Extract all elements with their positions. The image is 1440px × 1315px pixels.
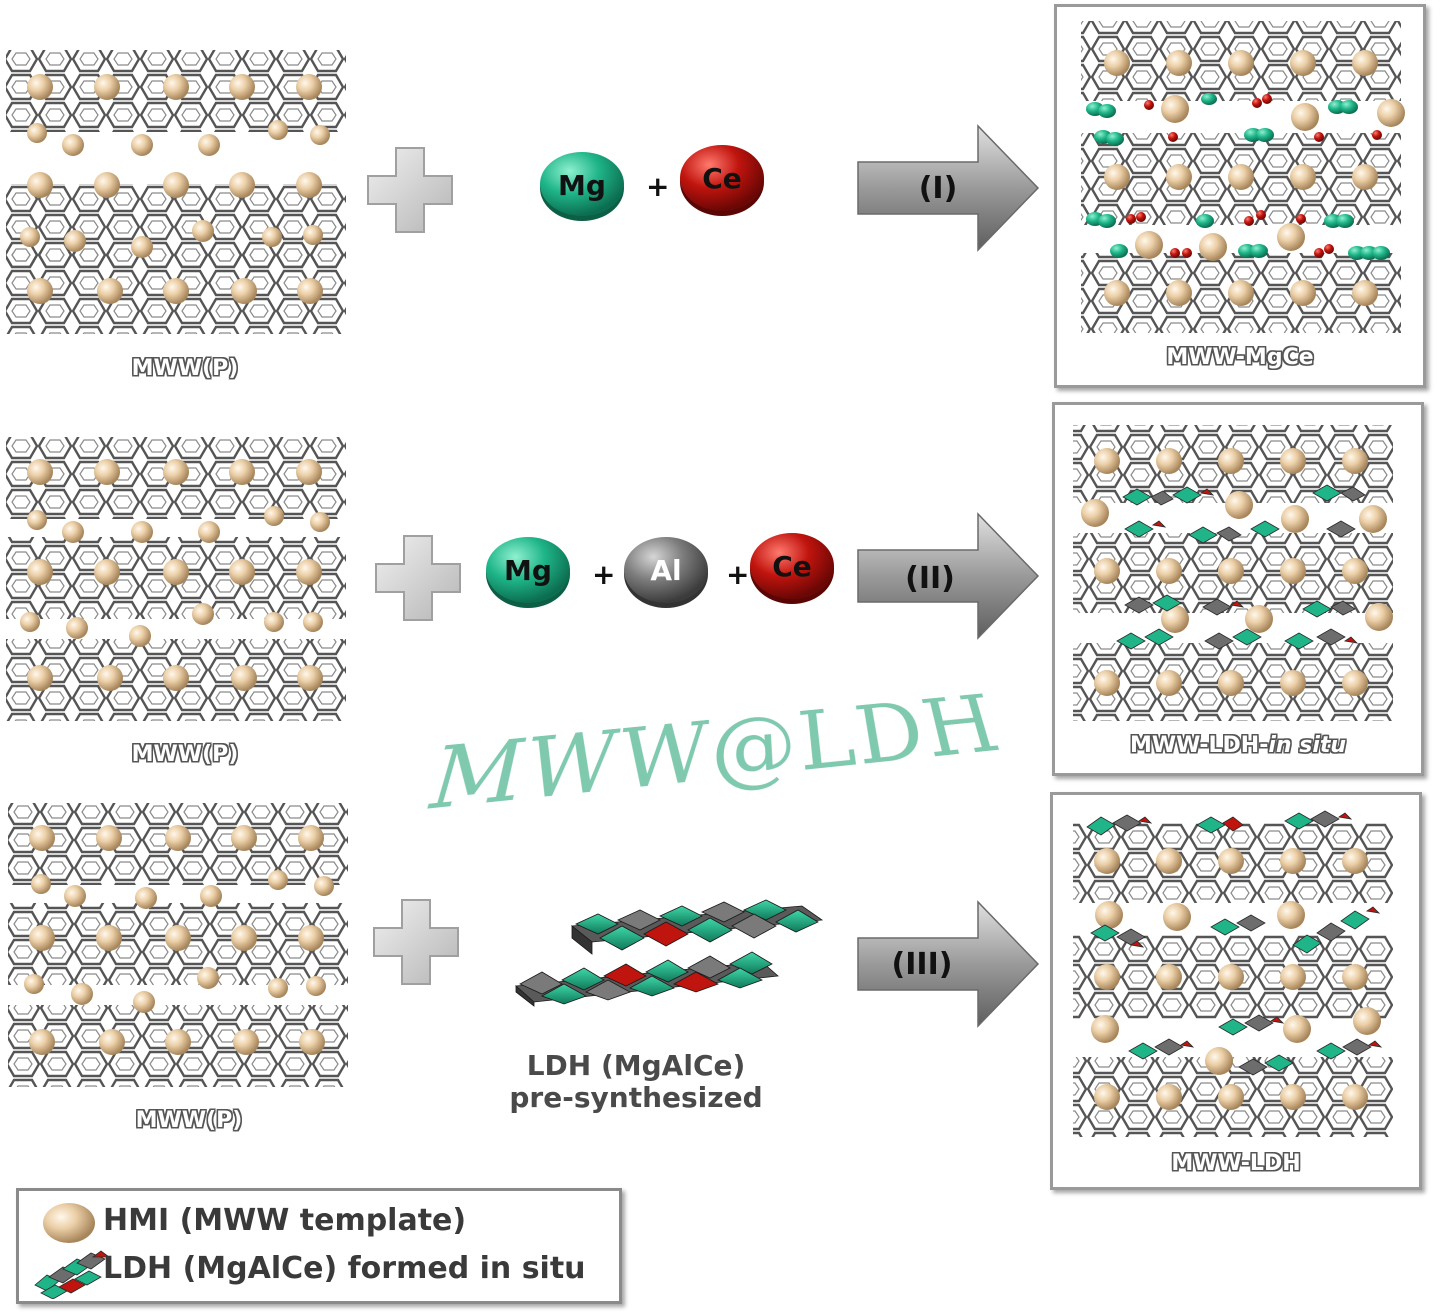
ce-label-row1: Ce: [702, 162, 742, 195]
mww-precursor-framework-row1: [4, 45, 348, 335]
arrow-label-row1: (I): [919, 171, 958, 206]
product-label-row2-main: MWW-LDH-: [1130, 733, 1268, 758]
al-ion-row2: Al: [622, 534, 712, 610]
product-label-row3: MWW-LDH: [1053, 1151, 1419, 1176]
precursor-label-row3: MWW(P): [104, 1108, 274, 1133]
center-title: MWW@LDH: [415, 680, 1006, 832]
ldh-cluster-icon: [31, 1249, 113, 1299]
hmi-sphere-icon: [41, 1201, 97, 1245]
mww-precursor-framework-row2: [4, 432, 348, 722]
plus-operator-row1-a: +: [646, 170, 669, 203]
legend-item-hmi: HMI (MWW template): [103, 1203, 466, 1238]
mg-ion-row1: Mg: [538, 148, 628, 222]
ce-ion-row2: Ce: [748, 530, 838, 606]
ce-label-row2: Ce: [772, 550, 812, 583]
precursor-label-row2: MWW(P): [100, 742, 270, 767]
legend-item-ldh: LDH (MgAlCe) formed in situ: [103, 1251, 586, 1286]
mg-label-row1: Mg: [558, 169, 606, 202]
product-label-row2-italic: in situ: [1268, 733, 1346, 758]
arrow-label-row3: (III): [892, 947, 953, 982]
reaction-arrow-row2: (II): [856, 512, 1040, 642]
al-label-row2: Al: [650, 554, 681, 587]
product-box-row2: MWW-LDH-in situ: [1052, 402, 1424, 776]
reaction-arrow-row1: (I): [856, 124, 1040, 254]
arrow-label-row2: (II): [905, 561, 955, 596]
mww-precursor-framework-row3: [6, 798, 352, 1088]
product-box-row3: MWW-LDH: [1050, 792, 1422, 1190]
ldh-label-line2: pre-synthesized: [486, 1082, 786, 1114]
product-box-row1: MWW-MgCe: [1054, 4, 1426, 388]
legend: HMI (MWW template) LDH (MgAlCe) formed i…: [16, 1188, 622, 1304]
plus-operator-row2-a: +: [592, 558, 615, 591]
reaction-arrow-row3: (III): [856, 900, 1040, 1030]
mg-ion-row2: Mg: [484, 534, 574, 610]
mg-label-row2: Mg: [504, 554, 552, 587]
ldh-presynthesized-sheet: [512, 898, 828, 1008]
product-label-row1: MWW-MgCe: [1057, 345, 1423, 370]
product-label-row2: MWW-LDH-in situ: [1055, 733, 1421, 758]
ldh-label-line1: LDH (MgAlCe): [486, 1050, 786, 1082]
precursor-label-row1: MWW(P): [100, 356, 270, 381]
ce-ion-row1: Ce: [678, 142, 768, 218]
plus-icon-row2: [374, 534, 462, 622]
plus-operator-row2-b: +: [726, 558, 749, 591]
plus-icon-row1: [366, 146, 454, 234]
plus-icon-row3: [372, 898, 460, 986]
